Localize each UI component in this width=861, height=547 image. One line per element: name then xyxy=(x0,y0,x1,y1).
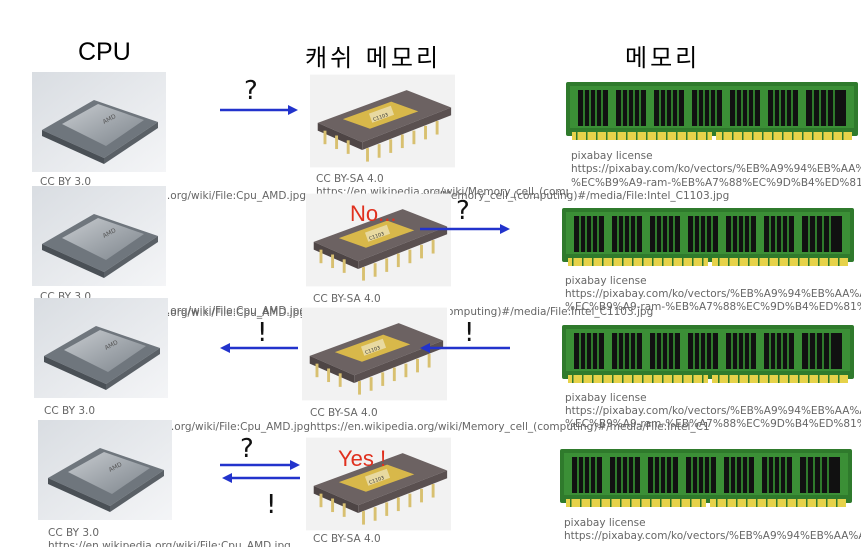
cpu-column-title: CPU xyxy=(78,38,131,67)
cache-hit-label: Yes ! xyxy=(338,446,386,472)
ram-module-image xyxy=(560,447,852,511)
cpu-source-url: https://en.wikipedia.org/wiki/File:Cpu_A… xyxy=(170,421,310,435)
memory-license-caption: pixabay license xyxy=(564,517,646,529)
cpu-license-caption: CC BY 3.0 xyxy=(48,527,99,539)
cpu-image xyxy=(32,72,166,172)
request-arrow-right xyxy=(220,102,300,118)
memory-source-url: https://pixabay.com/ko/vectors/%EB%A9%94… xyxy=(571,163,861,177)
cpu-license-caption: CC BY 3.0 xyxy=(44,405,95,417)
reply-exclamation-mark: ! xyxy=(464,318,474,348)
request-question-mark: ? xyxy=(456,196,470,226)
memory-source-url-line2: %EC%B9%A9-ram-%EB%A7%88%EC%9D%B4%ED%81%A… xyxy=(571,177,861,191)
memory-column-title: 메모리 xyxy=(625,38,700,73)
memory-license-caption: pixabay license xyxy=(571,150,653,162)
cache-column-title: 캐쉬 메모리 xyxy=(305,38,441,73)
memory-source-url: https://pixabay.com/ko/vectors/%EB%A9%94… xyxy=(564,530,861,544)
ram-module-image xyxy=(562,206,854,270)
cache-license-caption: CC BY-SA 4.0 xyxy=(313,293,381,305)
cache-source-url-tail: https://en.wikipedia.org/wiki/Memory_cel… xyxy=(420,190,760,203)
request-question-mark: ? xyxy=(244,76,258,106)
cache-chip-image xyxy=(310,73,455,169)
memory-license-caption: pixabay license xyxy=(565,392,647,404)
memory-source-url: https://pixabay.com/ko/vectors/%EB%A9%94… xyxy=(565,288,861,302)
reply-exclamation-mark: ! xyxy=(266,490,276,520)
cpu-license-caption: CC BY 3.0 xyxy=(40,176,170,185)
cache-license-caption: CC BY-SA 4.0 xyxy=(313,533,381,545)
cache-license-caption: CC BY-SA 4.0 xyxy=(310,407,378,419)
cache-miss-label: No... xyxy=(350,201,396,227)
memory-source-url-line2: %EC%B9%A9-ram-%EB%A7%88%EC%9D%B4%ED%81%A… xyxy=(565,418,861,432)
reply-exclamation-mark: ! xyxy=(257,318,267,348)
request-question-mark: ? xyxy=(240,434,254,464)
request-reply-arrows xyxy=(220,458,302,488)
cpu-image xyxy=(32,186,166,286)
ram-module-image xyxy=(566,80,858,144)
memory-license-caption: pixabay license xyxy=(565,275,647,287)
cpu-source-url: https://en.wikipedia.org/wiki/File:Cpu_A… xyxy=(48,540,298,547)
cpu-source-url: https://en.wikipedia.org/wiki/File:Cpu_A… xyxy=(166,190,306,204)
cpu-image xyxy=(34,298,168,398)
memory-source-url: https://pixabay.com/ko/vectors/%EB%A9%94… xyxy=(565,405,861,419)
cache-source-url: https://en.wikipedia.org/wiki/Memory_cel… xyxy=(450,306,860,320)
cache-license-caption: CC BY-SA 4.0 xyxy=(316,173,384,185)
cpu-source-url: https://en.wikipedia.org/wiki/File:Cpu_A… xyxy=(166,307,306,321)
cpu-image xyxy=(38,420,172,520)
ram-module-image xyxy=(562,323,854,387)
